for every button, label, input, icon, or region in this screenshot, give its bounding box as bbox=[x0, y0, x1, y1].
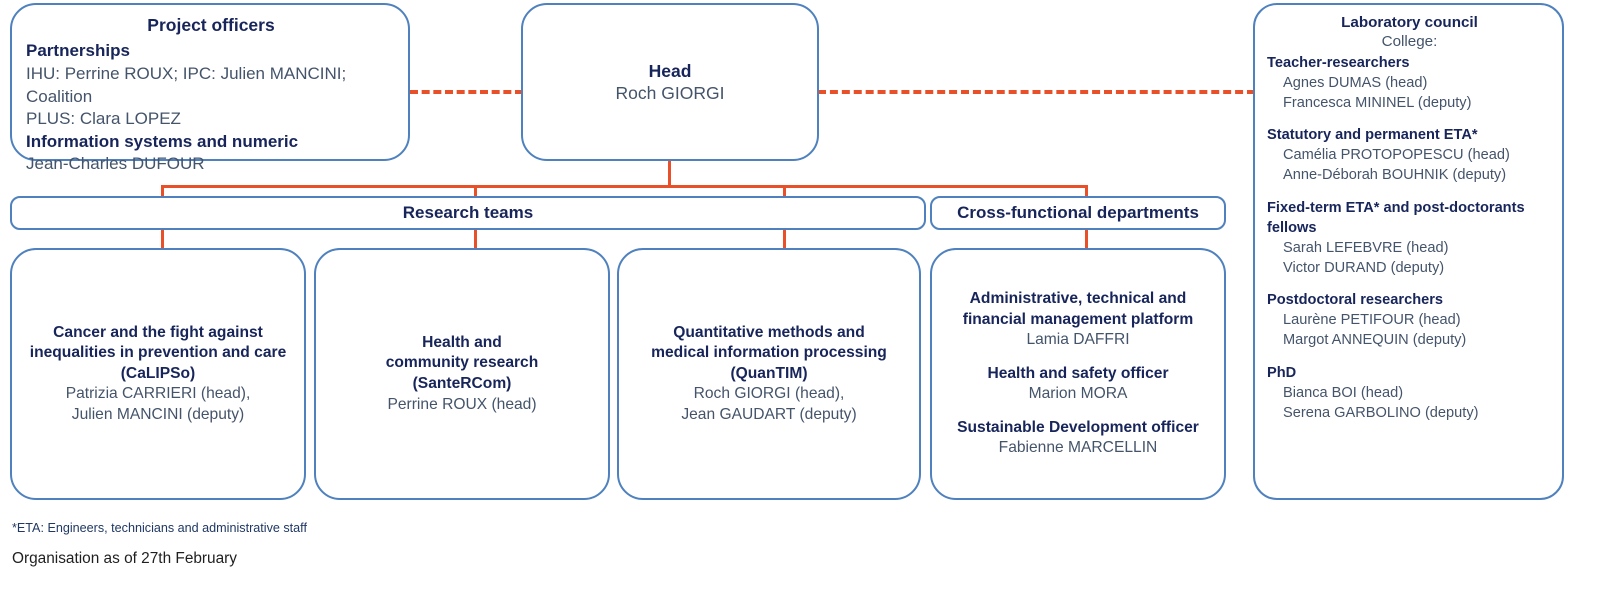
team-title-line: Quantitative methods and bbox=[673, 323, 865, 341]
team-title: Quantitative methods and medical informa… bbox=[651, 323, 887, 385]
council-member: Francesca MININEL (deputy) bbox=[1283, 94, 1472, 111]
council-member: Anne-Déborah BOUHNIK (deputy) bbox=[1283, 167, 1507, 184]
council-group-name: PhD bbox=[1267, 364, 1297, 381]
team-people: Perrine ROUX (head) bbox=[387, 395, 536, 416]
team-person: Jean GAUDART (deputy) bbox=[681, 405, 857, 423]
team-person: Perrine ROUX (head) bbox=[387, 395, 537, 413]
team-box-quantim[interactable]: Quantitative methods and medical informa… bbox=[617, 248, 921, 500]
connector-down-to-departments-bar bbox=[1085, 185, 1088, 198]
head-box[interactable]: Head Roch GIORGI bbox=[521, 3, 819, 161]
department-title-line: Sustainable Development officer bbox=[957, 418, 1199, 436]
laboratory-council-subtitle: College: bbox=[1381, 33, 1438, 51]
department-title-line: Administrative, technical and bbox=[969, 289, 1187, 307]
cross-functional-departments-box[interactable]: Administrative, technical and financial … bbox=[930, 248, 1226, 500]
section-line: IHU: Perrine ROUX; IPC: Julien MANCINI; … bbox=[26, 64, 347, 106]
council-member: Victor DURAND (deputy) bbox=[1283, 259, 1445, 276]
council-group-postdoctoral-researchers: Postdoctoral researchers Laurène PETIFOU… bbox=[1267, 291, 1552, 351]
department-admin-platform: Administrative, technical and financial … bbox=[963, 289, 1194, 351]
department-title-line: financial management platform bbox=[962, 310, 1194, 328]
team-box-calipso[interactable]: Cancer and the fight against inequalitie… bbox=[10, 248, 306, 500]
section-label: Information systems and numeric bbox=[26, 131, 299, 151]
section-line: PLUS: Clara LOPEZ bbox=[26, 109, 181, 129]
team-title-line: (QuanTIM) bbox=[730, 364, 808, 382]
connector-down-mid-1 bbox=[474, 185, 477, 198]
connector-main-horizontal bbox=[161, 185, 1088, 188]
team-title-line: (CaLIPSo) bbox=[120, 364, 196, 382]
team-title-line: Health and bbox=[422, 333, 502, 351]
council-group-name: Teacher-researchers bbox=[1267, 54, 1410, 71]
team-title: Cancer and the fight against inequalitie… bbox=[30, 323, 287, 385]
council-group-name: Fixed-term ETA* and post-doctorants fell… bbox=[1267, 199, 1525, 236]
laboratory-council-title: Laboratory council bbox=[1341, 14, 1478, 31]
department-person: Lamia DAFFRI bbox=[1026, 331, 1130, 349]
team-title-line: community research bbox=[385, 354, 539, 372]
section-line: Jean-Charles DUFOUR bbox=[26, 154, 205, 174]
department-title-line: Health and safety officer bbox=[987, 364, 1169, 382]
project-officers-box[interactable]: Project officers Partnerships IHU: Perri… bbox=[10, 3, 410, 173]
council-member: Camélia PROTOPOPESCU (head) bbox=[1283, 147, 1510, 164]
team-people: Roch GIORGI (head), Jean GAUDART (deputy… bbox=[681, 384, 856, 425]
team-title-line: Cancer and the fight against bbox=[53, 323, 263, 341]
project-officers-section-information-systems: Information systems and numeric Jean-Cha… bbox=[26, 131, 396, 176]
footnote-eta: *ETA: Engineers, technicians and adminis… bbox=[12, 521, 307, 535]
council-group-phd: PhD Bianca BOI (head) Serena GARBOLINO (… bbox=[1267, 364, 1552, 424]
team-person: Julien MANCINI (deputy) bbox=[71, 405, 245, 423]
project-officers-section-partnerships: Partnerships IHU: Perrine ROUX; IPC: Jul… bbox=[26, 40, 396, 130]
project-officers-heading: Project officers bbox=[147, 15, 275, 35]
department-person: Fabienne MARCELLIN bbox=[998, 439, 1158, 457]
team-title-line: inequalities in prevention and care bbox=[29, 344, 287, 362]
team-person: Roch GIORGI (head), bbox=[693, 385, 845, 403]
team-title-line: medical information processing bbox=[651, 344, 887, 362]
team-person: Patrizia CARRIERI (head), bbox=[65, 385, 251, 403]
department-title: Health and safety officer bbox=[987, 364, 1168, 385]
council-group-fixed-term-eta: Fixed-term ETA* and post-doctorants fell… bbox=[1267, 199, 1552, 278]
cross-functional-bar-label: Cross-functional departments bbox=[957, 203, 1199, 223]
council-member: Serena GARBOLINO (deputy) bbox=[1283, 404, 1479, 421]
laboratory-council-box[interactable]: Laboratory council College: Teacher-rese… bbox=[1253, 3, 1564, 500]
connector-bar-to-team-quantim bbox=[783, 229, 786, 250]
council-group-name: Postdoctoral researchers bbox=[1267, 292, 1444, 309]
connector-bar-to-team-calipso bbox=[161, 229, 164, 250]
connector-head-stem bbox=[668, 161, 671, 187]
head-person: Roch GIORGI bbox=[615, 83, 725, 103]
research-teams-bar[interactable]: Research teams bbox=[10, 196, 926, 230]
connector-bar-to-departments bbox=[1085, 229, 1088, 250]
council-group-name: Statutory and permanent ETA* bbox=[1267, 127, 1478, 144]
connector-bar-to-team-santercom bbox=[474, 229, 477, 250]
department-health-safety-officer: Health and safety officer Marion MORA bbox=[987, 364, 1168, 405]
connector-down-to-research-bar-left bbox=[161, 185, 164, 198]
dashed-link-officers-to-head bbox=[410, 90, 523, 94]
team-people: Patrizia CARRIERI (head), Julien MANCINI… bbox=[66, 384, 251, 425]
department-title: Administrative, technical and financial … bbox=[963, 289, 1194, 330]
team-box-santercom[interactable]: Health and community research (SanteRCom… bbox=[314, 248, 610, 500]
connector-down-mid-2 bbox=[783, 185, 786, 198]
dashed-link-head-to-council bbox=[818, 90, 1255, 94]
team-title: Health and community research (SanteRCom… bbox=[386, 333, 539, 395]
council-group-teacher-researchers: Teacher-researchers Agnes DUMAS (head) F… bbox=[1267, 54, 1552, 114]
research-teams-bar-label: Research teams bbox=[402, 203, 534, 223]
council-member: Sarah LEFEBVRE (head) bbox=[1283, 239, 1449, 256]
head-title: Head bbox=[648, 60, 692, 81]
council-member: Agnes DUMAS (head) bbox=[1283, 74, 1428, 91]
council-group-statutory-permanent-eta: Statutory and permanent ETA* Camélia PRO… bbox=[1267, 126, 1552, 186]
team-title-line: (SanteRCom) bbox=[412, 375, 512, 392]
council-member: Margot ANNEQUIN (deputy) bbox=[1283, 332, 1467, 349]
council-member: Bianca BOI (head) bbox=[1283, 384, 1404, 401]
department-sustainable-development-officer: Sustainable Development officer Fabienne… bbox=[957, 418, 1199, 459]
footnote-date: Organisation as of 27th February bbox=[12, 550, 237, 567]
department-person: Marion MORA bbox=[1028, 385, 1128, 403]
department-title: Sustainable Development officer bbox=[957, 418, 1199, 439]
section-label: Partnerships bbox=[26, 41, 130, 61]
cross-functional-departments-bar[interactable]: Cross-functional departments bbox=[930, 196, 1226, 230]
council-member: Laurène PETIFOUR (head) bbox=[1283, 312, 1461, 329]
